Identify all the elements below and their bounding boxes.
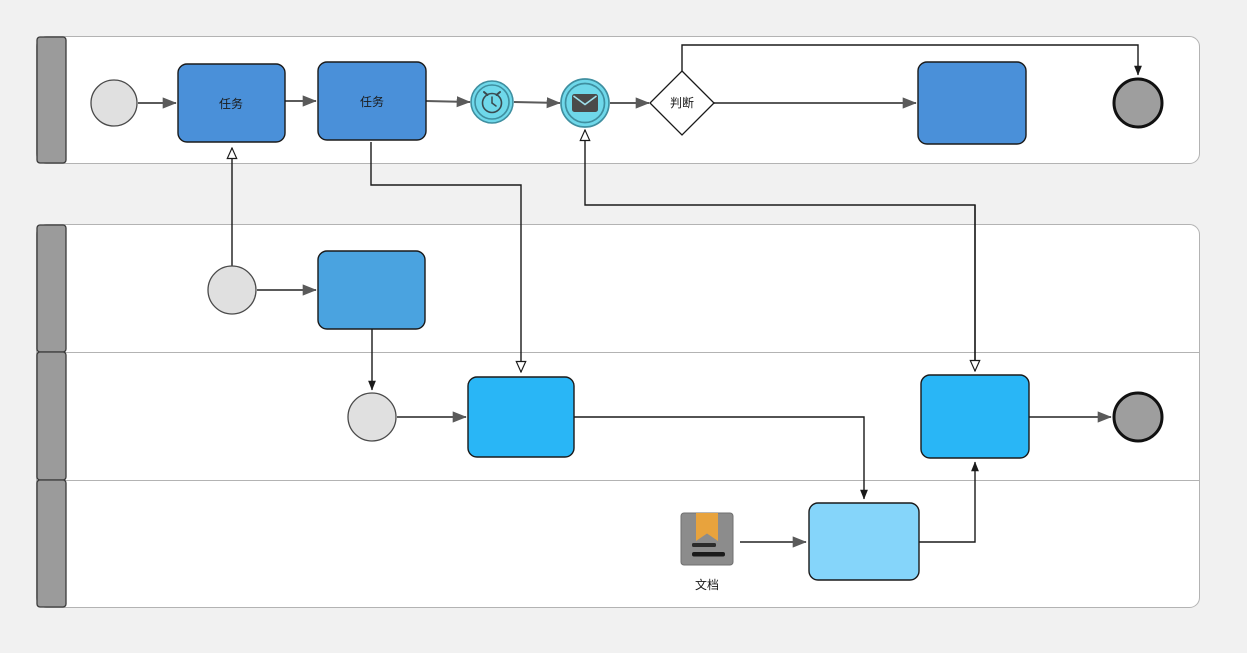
- message-event[interactable]: [560, 78, 610, 128]
- flow-task2-to-timer[interactable]: [425, 96, 471, 108]
- alarm-clock-icon: [481, 91, 503, 114]
- task-lane3-right[interactable]: [920, 374, 1030, 459]
- start-event-lane2[interactable]: [207, 265, 257, 315]
- end-event-top-circle: [1112, 77, 1164, 129]
- pool-top-lane-header[interactable]: [36, 36, 67, 164]
- document-icon-ribbon: [696, 513, 718, 541]
- start-event-lane3-circle: [347, 392, 397, 442]
- envelope-icon: [572, 94, 598, 112]
- sequence-flows-top: [138, 44, 1142, 109]
- timer-event[interactable]: [470, 80, 514, 124]
- flow-task5-to-task7[interactable]: [574, 416, 868, 500]
- task-top-2[interactable]: 任务: [317, 61, 427, 141]
- message-flow-task4-to-task5[interactable]: [370, 142, 521, 372]
- task-top-2-label: 任务: [360, 94, 384, 109]
- sequence-flows-bottom: [257, 284, 1112, 548]
- start-event-top-circle: [90, 79, 138, 127]
- document-label: 文档: [695, 577, 719, 592]
- task-top-1-body: [177, 63, 286, 143]
- start-event-top[interactable]: [90, 79, 138, 127]
- document-data-object[interactable]: 文档: [680, 512, 734, 592]
- task-top-1[interactable]: 任务: [177, 63, 286, 143]
- gateway-decision[interactable]: 判断: [649, 70, 715, 136]
- gateway-decision-diamond: [649, 70, 715, 136]
- task-lane2-body: [317, 250, 426, 330]
- lane-header-middle-upper[interactable]: [36, 224, 67, 353]
- lane-header-middle-lower[interactable]: [36, 351, 67, 481]
- flow-timer-to-message[interactable]: [513, 97, 561, 109]
- flow-task7-to-task6[interactable]: [919, 461, 979, 543]
- task-lane3-left-body: [467, 376, 575, 458]
- document-icon-line-short: [692, 543, 716, 547]
- task-top-3-body: [917, 61, 1027, 145]
- task-top-3[interactable]: [917, 61, 1027, 145]
- message-event-inner-ring: [564, 82, 606, 124]
- timer-event-inner-ring: [474, 84, 510, 120]
- start-event-lane3[interactable]: [347, 392, 397, 442]
- start-event-lane2-circle: [207, 265, 257, 315]
- lane-header-bottom[interactable]: [36, 479, 67, 608]
- task-lane4[interactable]: [808, 502, 920, 581]
- document-icon-line-long: [692, 552, 725, 557]
- task-lane4-body: [808, 502, 920, 581]
- task-top-1-label: 任务: [219, 96, 243, 111]
- flow-gateway-up-to-end1[interactable]: [681, 44, 1142, 76]
- end-event-top[interactable]: [1112, 77, 1164, 129]
- end-event-lane3[interactable]: [1112, 391, 1164, 443]
- end-event-lane3-circle: [1112, 391, 1164, 443]
- message-flows: [232, 130, 975, 372]
- gateway-decision-label: 判断: [670, 95, 694, 110]
- task-top-2-body: [317, 61, 427, 141]
- task-lane3-left[interactable]: [467, 376, 575, 458]
- task-lane2[interactable]: [317, 250, 426, 330]
- task-lane3-right-body: [920, 374, 1030, 459]
